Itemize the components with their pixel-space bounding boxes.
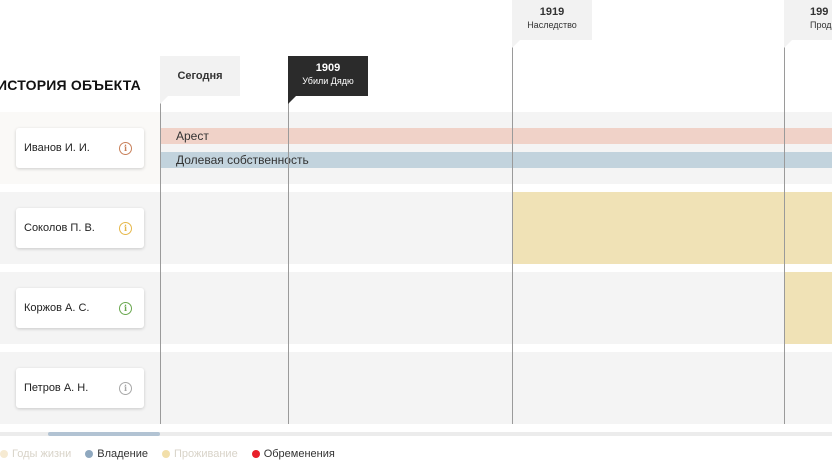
info-icon[interactable]: i <box>119 141 132 155</box>
legend-dot <box>0 450 8 458</box>
event-year: 199 <box>810 6 829 18</box>
page-title: ИСТОРИЯ ОБЪЕКТА <box>0 77 141 93</box>
event-marker-199x-tail <box>784 40 792 48</box>
line-1909 <box>288 96 289 424</box>
line-1919 <box>512 40 513 424</box>
event-label: Прода <box>810 19 832 30</box>
legend-label: Владение <box>97 448 148 460</box>
info-icon[interactable]: i <box>119 381 132 395</box>
today-marker-tail <box>160 96 168 104</box>
person-card-petrov[interactable]: Петров А. Н. i <box>16 368 144 408</box>
event-marker-1909[interactable]: 1909 Убили Дядю <box>288 56 368 96</box>
residence-bar-korzhov[interactable] <box>784 272 832 344</box>
today-line <box>160 96 161 424</box>
legend-dot <box>251 450 260 458</box>
event-label: Убили Дядю <box>302 75 354 86</box>
event-year: 1919 <box>539 6 565 18</box>
row-ivanov-track <box>160 112 832 184</box>
line-199x <box>784 40 785 424</box>
event-marker-1919[interactable]: 1919 Наследство <box>512 0 592 40</box>
legend-label: Проживание <box>174 448 238 460</box>
event-marker-1909-tail <box>288 96 296 104</box>
horizontal-scrollbar-track[interactable] <box>0 432 832 436</box>
person-name: Коржов А. С. <box>24 302 90 314</box>
event-year: 1909 <box>315 62 341 74</box>
event-marker-1919-tail <box>512 40 520 48</box>
person-card-korzhov[interactable]: Коржов А. С. i <box>16 288 144 328</box>
today-marker[interactable]: Сегодня <box>160 56 240 96</box>
horizontal-scrollbar-thumb[interactable] <box>48 432 160 436</box>
legend-item-lifespan: Годы жизни <box>0 448 71 460</box>
event-label: Наследство <box>527 19 577 30</box>
person-name: Иванов И. И. <box>24 142 90 154</box>
person-card-ivanov[interactable]: Иванов И. И. i <box>16 128 144 168</box>
legend-dot <box>85 450 94 458</box>
legend-label: Годы жизни <box>12 448 72 460</box>
person-name: Соколов П. В. <box>24 222 95 234</box>
info-icon[interactable]: i <box>119 301 132 315</box>
arrest-bar[interactable]: Арест <box>160 128 832 144</box>
info-icon[interactable]: i <box>119 221 132 235</box>
person-card-sokolov[interactable]: Соколов П. В. i <box>16 208 144 248</box>
legend-item-ownership: Владение <box>85 448 148 460</box>
person-name: Петров А. Н. <box>24 382 89 394</box>
legend-label: Обременения <box>263 448 335 460</box>
today-label: Сегодня <box>177 70 223 82</box>
shared-ownership-bar[interactable]: Долевая собственность <box>160 152 832 168</box>
legend-dot <box>162 450 170 458</box>
legend: Годы жизни Владение Проживание Обременен… <box>0 448 349 460</box>
event-marker-199x[interactable]: 199 Прода <box>784 0 832 40</box>
residence-bar-sokolov[interactable] <box>512 192 832 264</box>
legend-item-encumbrance: Обременения <box>251 448 335 460</box>
legend-item-residence: Проживание <box>162 448 238 460</box>
